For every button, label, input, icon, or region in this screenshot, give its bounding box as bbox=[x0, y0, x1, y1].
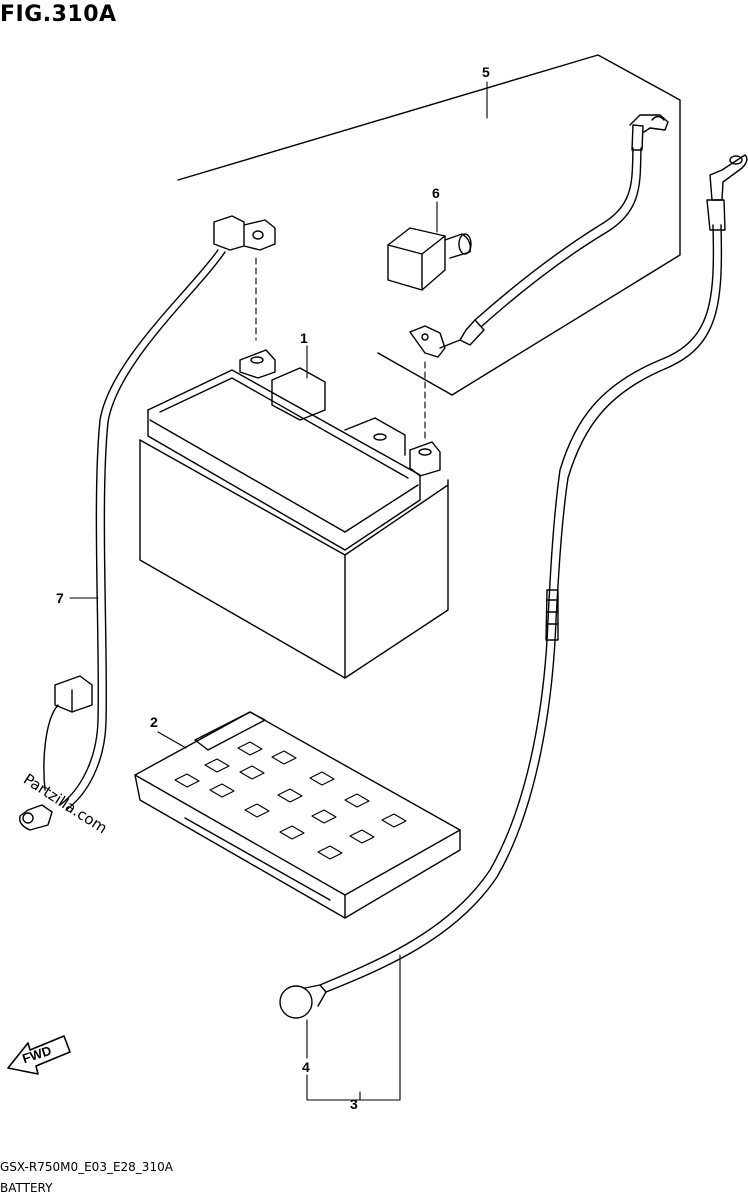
callout-5: 5 bbox=[482, 64, 490, 80]
figure-code: GSX-R750M0_E03_E28_310A bbox=[0, 1160, 173, 1174]
leader-3 bbox=[307, 955, 400, 1100]
callout-1: 1 bbox=[300, 330, 308, 346]
tray-grid bbox=[175, 742, 406, 859]
figure-title: FIG.310A bbox=[0, 2, 117, 27]
callout-4: 4 bbox=[302, 1059, 310, 1075]
fwd-arrow-icon bbox=[8, 1036, 70, 1074]
leader-lines bbox=[70, 82, 487, 1100]
negative-cable-3 bbox=[280, 155, 747, 1018]
callout-3: 3 bbox=[350, 1096, 358, 1112]
figure-name: BATTERY bbox=[0, 1181, 53, 1195]
terminal-cover-6 bbox=[388, 228, 471, 290]
leader-2 bbox=[158, 732, 186, 748]
callout-7: 7 bbox=[56, 590, 64, 606]
battery-tray-2 bbox=[135, 712, 460, 918]
callout-6: 6 bbox=[432, 185, 440, 201]
positive-cable-5 bbox=[410, 115, 668, 357]
callout-2: 2 bbox=[150, 714, 158, 730]
kit-5-boundary bbox=[178, 55, 680, 395]
wire-lead-7 bbox=[20, 216, 275, 830]
battery-1 bbox=[140, 350, 448, 678]
